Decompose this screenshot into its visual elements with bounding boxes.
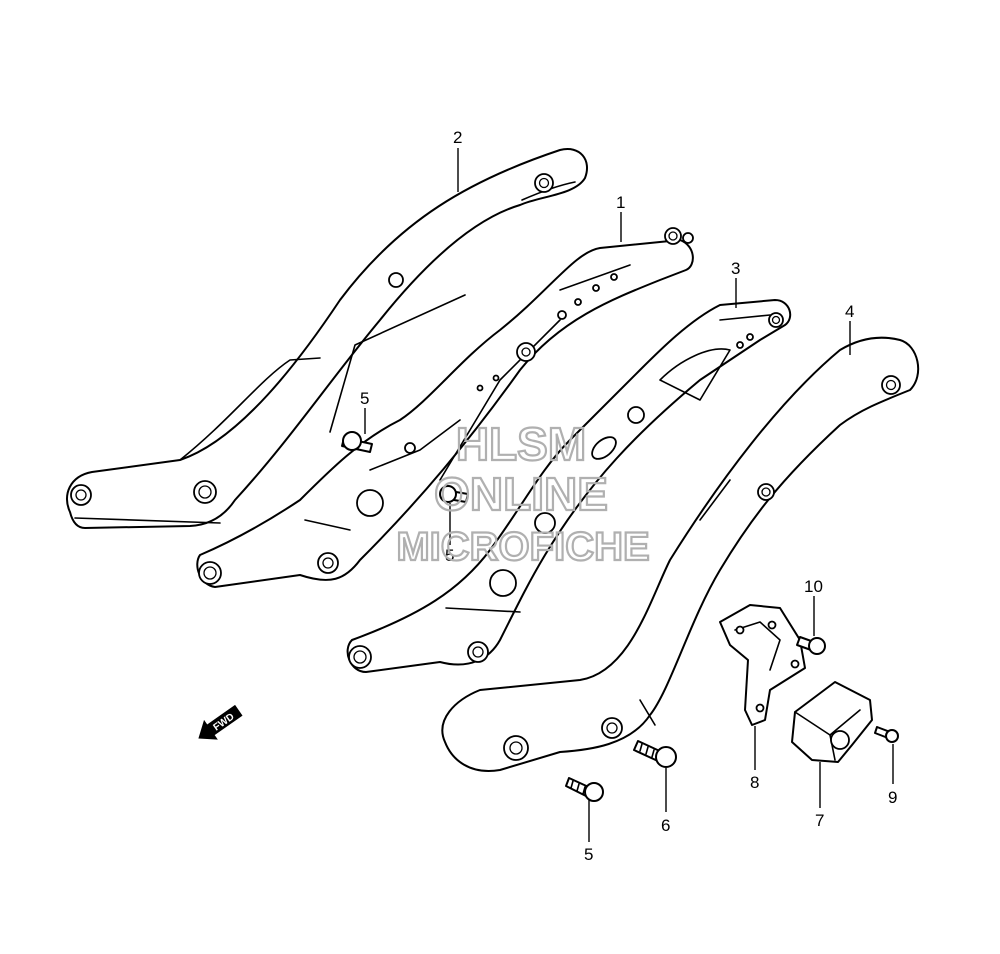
part-5-bolt-c[interactable] xyxy=(565,777,604,802)
callout-labels: 2 1 3 4 5 5 5 6 7 8 9 10 xyxy=(360,128,897,864)
part-10-bolt[interactable] xyxy=(796,636,826,655)
callout-6: 6 xyxy=(661,816,670,835)
callout-7: 7 xyxy=(815,811,824,830)
watermark-line-2: ONLINE xyxy=(434,468,608,520)
watermark-line-3: MICROFICHE xyxy=(396,525,649,569)
part-9-screw[interactable] xyxy=(874,726,899,743)
callout-9: 9 xyxy=(888,788,897,807)
callout-5c: 5 xyxy=(584,845,593,864)
callout-4: 4 xyxy=(845,302,854,321)
watermark: HLSM ONLINE MICROFICHE xyxy=(395,417,651,570)
part-6-bolt[interactable] xyxy=(633,740,677,768)
part-8-bracket[interactable] xyxy=(719,604,806,726)
part-3-frame-plate[interactable] xyxy=(346,299,792,673)
leader-lines xyxy=(364,148,894,842)
part-2-frame-arm[interactable] xyxy=(65,148,588,529)
fwd-direction-marker: FWD xyxy=(198,704,243,740)
part-1-frame-plate[interactable] xyxy=(196,227,694,588)
callout-5b: 5 xyxy=(445,546,454,565)
part-4-frame-arm[interactable] xyxy=(441,336,920,772)
callout-2: 2 xyxy=(453,128,462,147)
callout-5a: 5 xyxy=(360,389,369,408)
part-5-bolt-a[interactable] xyxy=(341,431,373,453)
callout-1: 1 xyxy=(616,193,625,212)
part-5-bolt-b[interactable] xyxy=(439,485,469,503)
fwd-arrow-icon xyxy=(198,704,243,740)
watermark-line-1: HLSM xyxy=(456,418,586,470)
callout-8: 8 xyxy=(750,773,759,792)
callout-3: 3 xyxy=(731,259,740,278)
callout-10: 10 xyxy=(804,577,823,596)
part-7-clamp[interactable] xyxy=(791,681,873,763)
